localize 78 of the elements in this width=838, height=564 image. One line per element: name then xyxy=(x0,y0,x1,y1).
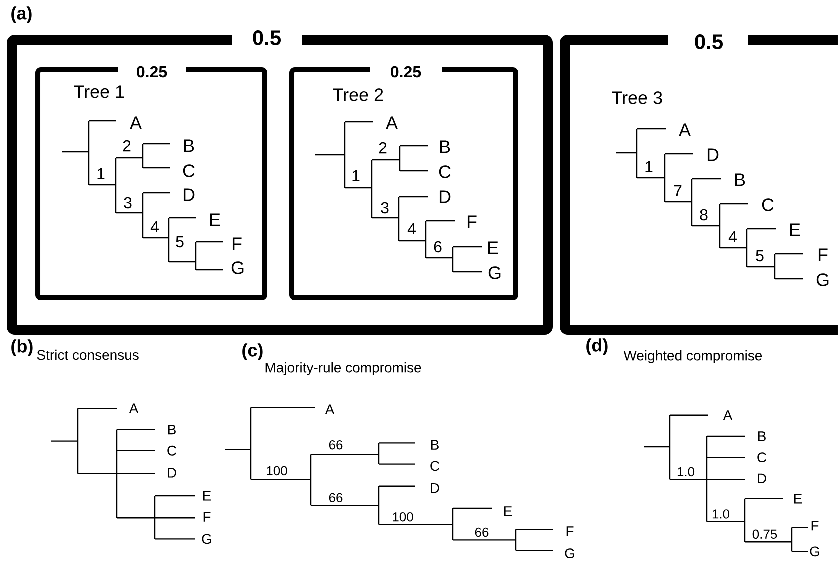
taxon-label: E xyxy=(210,214,220,226)
branch-number: 8 xyxy=(700,209,708,221)
taxon-label: C xyxy=(183,164,195,178)
taxon-label: A xyxy=(129,404,139,414)
branch-number: 4 xyxy=(150,222,159,232)
tree-title: Tree 1 xyxy=(74,86,124,98)
branch-number: 6 xyxy=(434,241,442,253)
weight-label: 0.25 xyxy=(137,66,168,78)
taxon-label: A xyxy=(679,124,691,136)
taxon-label: E xyxy=(488,242,498,254)
panel-label: (a) xyxy=(12,6,32,24)
taxon-label: C xyxy=(758,452,767,463)
taxon-label: G xyxy=(816,274,829,286)
branch-number: 3 xyxy=(124,197,132,209)
panel-title: Strict consensus xyxy=(37,350,139,360)
branch-number: 4 xyxy=(728,232,737,242)
branch-number: 2 xyxy=(379,142,387,154)
taxon-label: G xyxy=(488,266,501,280)
branch-number: 1.0 xyxy=(678,467,695,477)
taxon-label: E xyxy=(504,506,512,516)
taxon-label: C xyxy=(762,198,774,212)
panel-title: Majority-rule compromise xyxy=(266,362,422,376)
branch-number: 5 xyxy=(756,250,764,262)
branch-number: 3 xyxy=(381,202,389,214)
branch-number: 100 xyxy=(393,512,414,522)
branch-number: 1 xyxy=(646,162,653,172)
taxon-label: B xyxy=(184,140,194,152)
taxon-label: B xyxy=(431,440,439,450)
taxon-label: A xyxy=(325,404,335,414)
branch-number: 0.75 xyxy=(752,530,778,539)
taxon-label: F xyxy=(566,526,574,536)
branch-number: 4 xyxy=(408,224,416,234)
taxon-label: C xyxy=(439,166,451,178)
taxon-label: E xyxy=(790,224,800,236)
taxon-label: C xyxy=(168,446,177,456)
panel-label: (c) xyxy=(242,344,263,360)
taxon-label: C xyxy=(430,461,440,472)
taxon-label: F xyxy=(812,520,819,531)
taxon-label: F xyxy=(232,238,242,250)
taxon-label: D xyxy=(758,474,766,484)
weight-label: 0.5 xyxy=(253,30,281,46)
taxon-label: D xyxy=(184,188,195,202)
taxon-label: F xyxy=(468,216,477,228)
branch-number: 100 xyxy=(267,466,288,476)
taxon-label: G xyxy=(810,546,820,557)
taxon-label: D xyxy=(708,148,719,162)
taxon-label: E xyxy=(794,494,802,504)
panel-label: (b) xyxy=(12,340,33,356)
branch-number: 7 xyxy=(674,186,682,196)
branch-number: 1 xyxy=(352,170,360,182)
branch-number: 66 xyxy=(329,493,343,502)
branch-number: 66 xyxy=(475,528,489,538)
taxon-label: E xyxy=(203,491,212,501)
taxon-label: D xyxy=(440,190,451,204)
taxon-label: A xyxy=(386,116,398,130)
branch-number: 66 xyxy=(329,440,343,450)
taxon-label: G xyxy=(232,262,244,274)
panel-title: Weighted compromise xyxy=(624,350,762,364)
taxon-label: G xyxy=(202,534,212,544)
branch-number: 2 xyxy=(123,140,131,152)
taxon-label: F xyxy=(818,248,828,262)
taxon-label: B xyxy=(168,424,176,435)
taxon-label: B xyxy=(440,140,450,154)
taxon-label: A xyxy=(723,410,733,420)
weight-label: 0.25 xyxy=(391,66,422,78)
taxon-label: D xyxy=(431,483,440,494)
weight-label: 0.5 xyxy=(695,34,723,50)
branch-number: 5 xyxy=(176,236,184,248)
tree-title: Tree 3 xyxy=(612,92,662,104)
branch-number: 1.0 xyxy=(712,510,730,519)
taxon-label: D xyxy=(168,468,176,478)
tree-title: Tree 2 xyxy=(333,88,384,102)
branch-number: 1 xyxy=(98,168,105,180)
taxon-label: B xyxy=(758,432,766,442)
taxon-label: A xyxy=(130,116,142,130)
taxon-label: B xyxy=(735,174,746,186)
taxon-label: F xyxy=(204,512,211,522)
taxon-label: G xyxy=(565,548,574,559)
